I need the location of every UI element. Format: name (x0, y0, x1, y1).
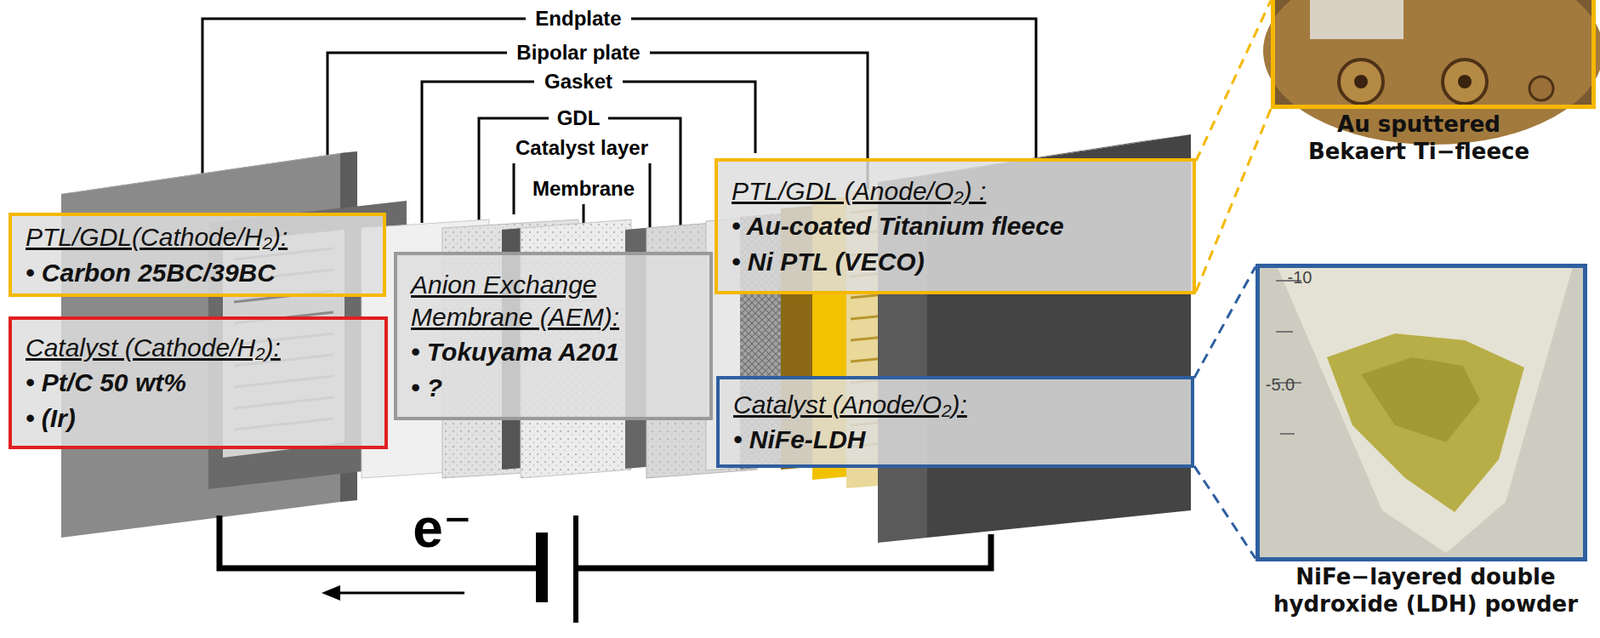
part-name: Endplate (535, 6, 621, 31)
external-circuit (535, 532, 548, 603)
fleece-photo (1338, 59, 1384, 104)
callout-heading: Catalyst (Anode/O₂): (733, 388, 1178, 422)
external-circuit (573, 515, 579, 623)
bullet-item: • Ni PTL (VECO) (731, 245, 1179, 279)
external-circuit (219, 515, 991, 623)
part-name: Bipolar plate (516, 40, 640, 65)
callout-heading: Anion Exchange Membrane (AEM): (410, 268, 696, 333)
fleece-photo (1442, 59, 1487, 104)
fleece-photo (1529, 76, 1554, 101)
dashed-callout-line (1194, 267, 1256, 379)
electron-label: e⁻ (412, 497, 472, 561)
part-name: Gasket (544, 69, 613, 94)
bullet-item: • Au-coated Titanium fleece (731, 210, 1179, 243)
photo-caption: NiFe−layered double hydroxide (LDH) powd… (1264, 563, 1588, 618)
powder-photo (1326, 333, 1525, 513)
callout-heading: Catalyst (Cathode/H₂): (25, 331, 371, 365)
photo-frame: Au sputtered Bekaert Ti−fleece (1270, 0, 1596, 109)
powder-photo (1360, 357, 1481, 443)
powder-photo (1255, 263, 1588, 562)
callout-box: Catalyst (Cathode/H₂):• Pt/C 50 wt%• (Ir… (8, 316, 388, 450)
bullet-item: • Pt/C 50 wt% (25, 366, 371, 399)
callout-box: PTL/GDL (Anode/O₂) :• Au-coated Titanium… (714, 158, 1196, 295)
part-name: Catalyst layer (515, 136, 649, 160)
callout-heading: PTL/GDL(Cathode/H₂): (25, 221, 370, 254)
bullet-item: • ? (410, 371, 696, 405)
external-circuit (575, 534, 991, 569)
external-circuit (321, 585, 341, 601)
fleece-photo (1457, 74, 1472, 89)
fleece-photo (1354, 74, 1368, 89)
leader-lines (421, 81, 756, 223)
photo-caption: Au sputtered Bekaert Ti−fleece (1286, 111, 1551, 166)
powder-photo (1275, 280, 1302, 434)
left-endplate (61, 151, 358, 194)
scale-mark: -10 (1287, 267, 1313, 288)
bullet-item: • Tokuyama A201 (410, 335, 696, 369)
part-name: GDL (557, 106, 601, 131)
photo-frame: NiFe−layered double hydroxide (LDH) powd… (1255, 263, 1588, 562)
external-circuit (336, 592, 465, 595)
external-circuit (219, 515, 536, 569)
dashed-callout-line (1194, 466, 1256, 559)
bullet-item: • (Ir) (25, 402, 371, 435)
bullet-item: • NiFe-LDH (733, 423, 1178, 456)
callout-heading: PTL/GDL (Anode/O₂) : (731, 175, 1179, 208)
part-name: Membrane (532, 176, 635, 201)
bullet-item: • Carbon 25BC/39BC (25, 256, 370, 290)
callout-box: PTL/GDL(Cathode/H₂):• Carbon 25BC/39BC (8, 212, 387, 297)
powder-photo (1255, 263, 1588, 562)
callout-box: Catalyst (Anode/O₂):• NiFe-LDH (716, 375, 1195, 468)
dashed-callout-line (1195, 0, 1271, 162)
fleece-photo (1309, 0, 1404, 40)
callout-box: Anion Exchange Membrane (AEM):• Tokuyama… (393, 251, 713, 421)
powder-photo (1275, 263, 1574, 553)
scale-mark: -5.0 (1265, 375, 1295, 395)
